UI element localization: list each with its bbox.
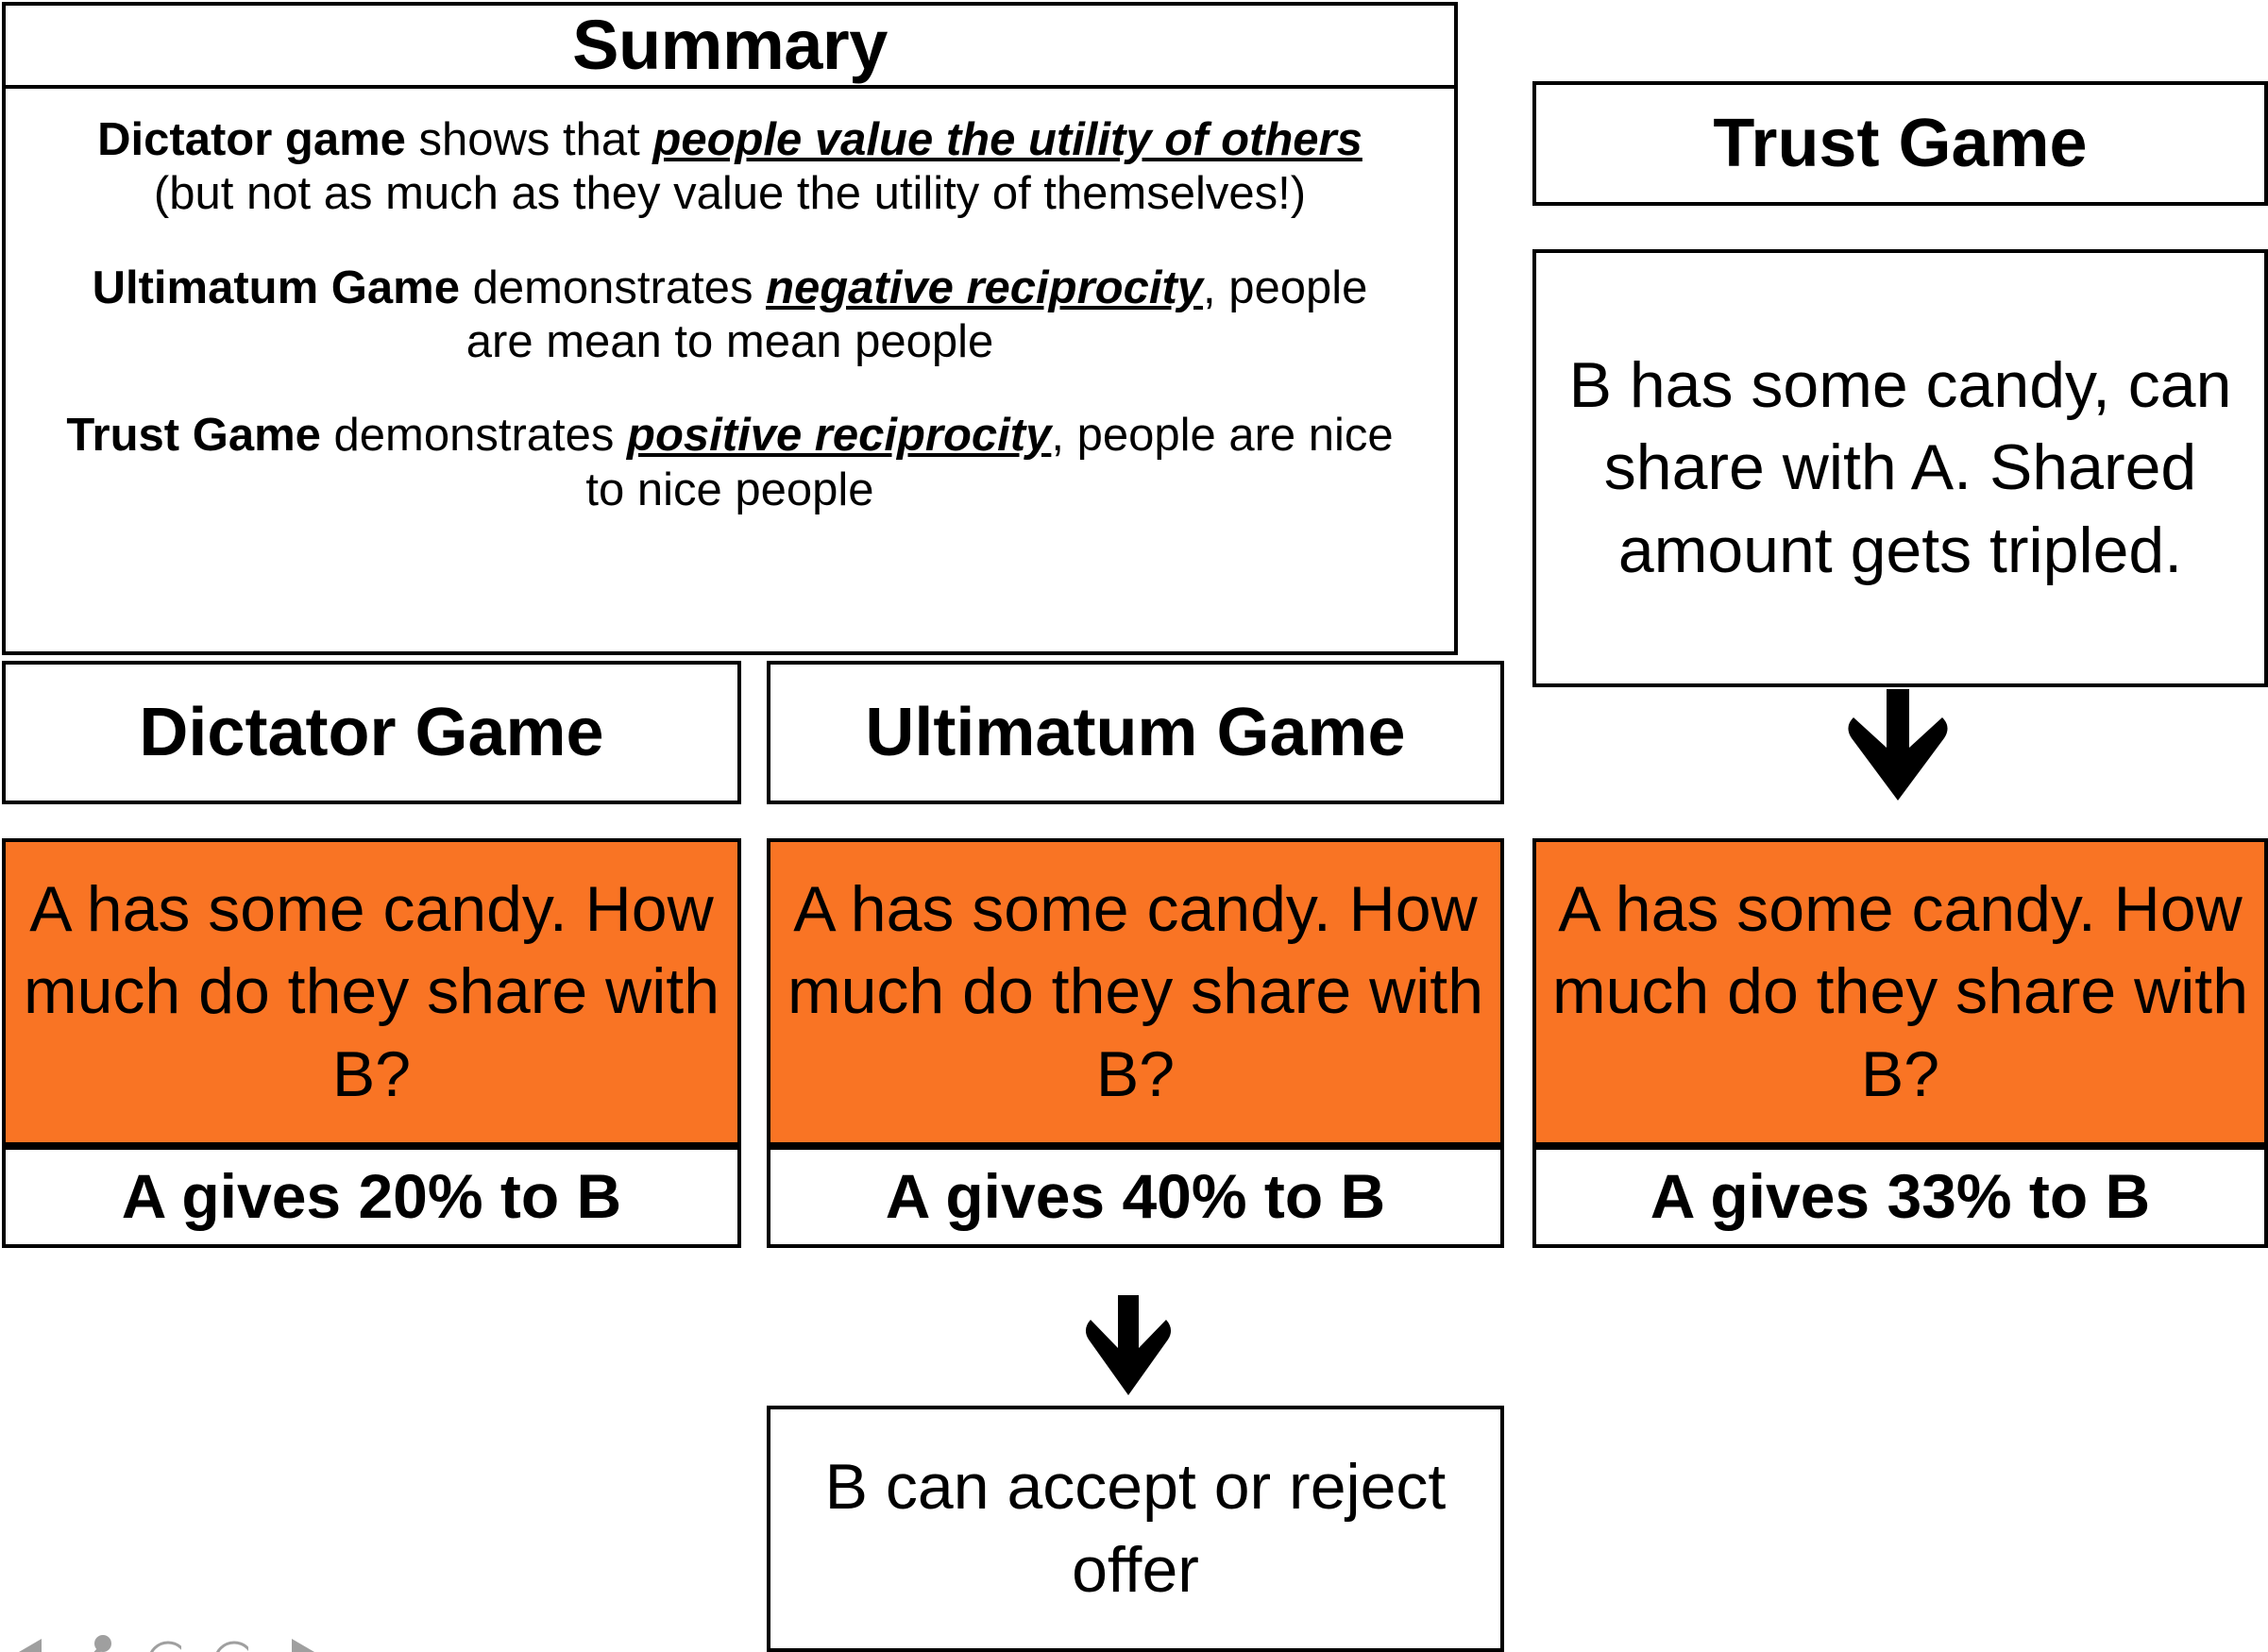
dictator-game-header-label: Dictator Game: [139, 694, 604, 770]
summary-title-box: Summary: [2, 2, 1458, 89]
summary-p2-mid: demonstrates: [459, 261, 767, 313]
dictator-game-header-box: Dictator Game: [2, 661, 741, 804]
zoom-tool-icon[interactable]: [213, 1620, 249, 1652]
summary-p2-tail: , people: [1203, 261, 1368, 313]
summary-p3-emphasis: positive reciprocity: [627, 410, 1052, 462]
summary-paragraph-dictator: Dictator game shows that people value th…: [28, 113, 1431, 222]
dictator-result-box: A gives 20% to B: [2, 1146, 741, 1248]
summary-p3-mid: demonstrates: [320, 410, 628, 462]
summary-p3-tail: , people are nice: [1051, 410, 1394, 462]
ultimatum-result-text: A gives 40% to B: [885, 1161, 1386, 1232]
trust-game-header-label: Trust Game: [1713, 105, 2088, 181]
ultimatum-game-header-box: Ultimatum Game: [767, 661, 1504, 804]
summary-p3-lead: Trust Game: [66, 410, 321, 462]
trust-prompt-box: A has some candy. How much do they share…: [1532, 838, 2268, 1146]
pen-tool-icon[interactable]: [80, 1620, 115, 1652]
summary-p2-emphasis: negative reciprocity: [766, 261, 1204, 313]
summary-paragraph-ultimatum: Ultimatum Game demonstrates negative rec…: [28, 261, 1431, 370]
summary-title: Summary: [572, 5, 888, 84]
trust-prompt-text: A has some candy. How much do they share…: [1551, 873, 2249, 1110]
all-slides-icon[interactable]: [147, 1620, 182, 1652]
summary-p1-mid: shows that: [405, 114, 653, 165]
dictator-prompt-box: A has some candy. How much do they share…: [2, 838, 741, 1146]
dictator-prompt-text: A has some candy. How much do they share…: [23, 873, 720, 1110]
trust-result-box: A gives 33% to B: [1532, 1146, 2268, 1248]
trust-game-header-box: Trust Game: [1532, 81, 2268, 206]
ultimatum-prompt-box: A has some candy. How much do they share…: [767, 838, 1504, 1146]
summary-p1-emphasis: people value the utility of others: [652, 114, 1362, 165]
ultimatum-game-header-label: Ultimatum Game: [865, 694, 1406, 770]
summary-p2-lead: Ultimatum Game: [92, 261, 460, 313]
ultimatum-outcome-text: B can accept or reject offer: [824, 1451, 1447, 1606]
trust-game-description-text: B has some candy, can share with A. Shar…: [1568, 349, 2232, 586]
summary-paragraph-trust: Trust Game demonstrates positive recipro…: [28, 409, 1431, 517]
summary-body-box: Dictator game shows that people value th…: [2, 89, 1458, 655]
summary-p1-line2: (but not as much as they value the utili…: [153, 168, 1307, 220]
down-arrow-icon-trust: [1846, 689, 1950, 802]
dictator-result-text: A gives 20% to B: [121, 1161, 622, 1232]
trust-result-text: A gives 33% to B: [1650, 1161, 2151, 1232]
trust-game-description-box: B has some candy, can share with A. Shar…: [1532, 249, 2268, 687]
summary-p1-lead: Dictator game: [97, 114, 406, 165]
ultimatum-prompt-text: A has some candy. How much do they share…: [787, 873, 1484, 1110]
down-arrow-icon-ultimatum: [1083, 1295, 1174, 1397]
ultimatum-result-box: A gives 40% to B: [767, 1146, 1504, 1248]
summary-p3-line2: to nice people: [585, 464, 874, 515]
presentation-controls[interactable]: [13, 1620, 315, 1652]
next-slide-icon[interactable]: [280, 1620, 315, 1652]
previous-slide-icon[interactable]: [13, 1620, 48, 1652]
ultimatum-outcome-box: B can accept or reject offer: [767, 1406, 1504, 1652]
summary-p2-line2: are mean to mean people: [465, 315, 994, 367]
